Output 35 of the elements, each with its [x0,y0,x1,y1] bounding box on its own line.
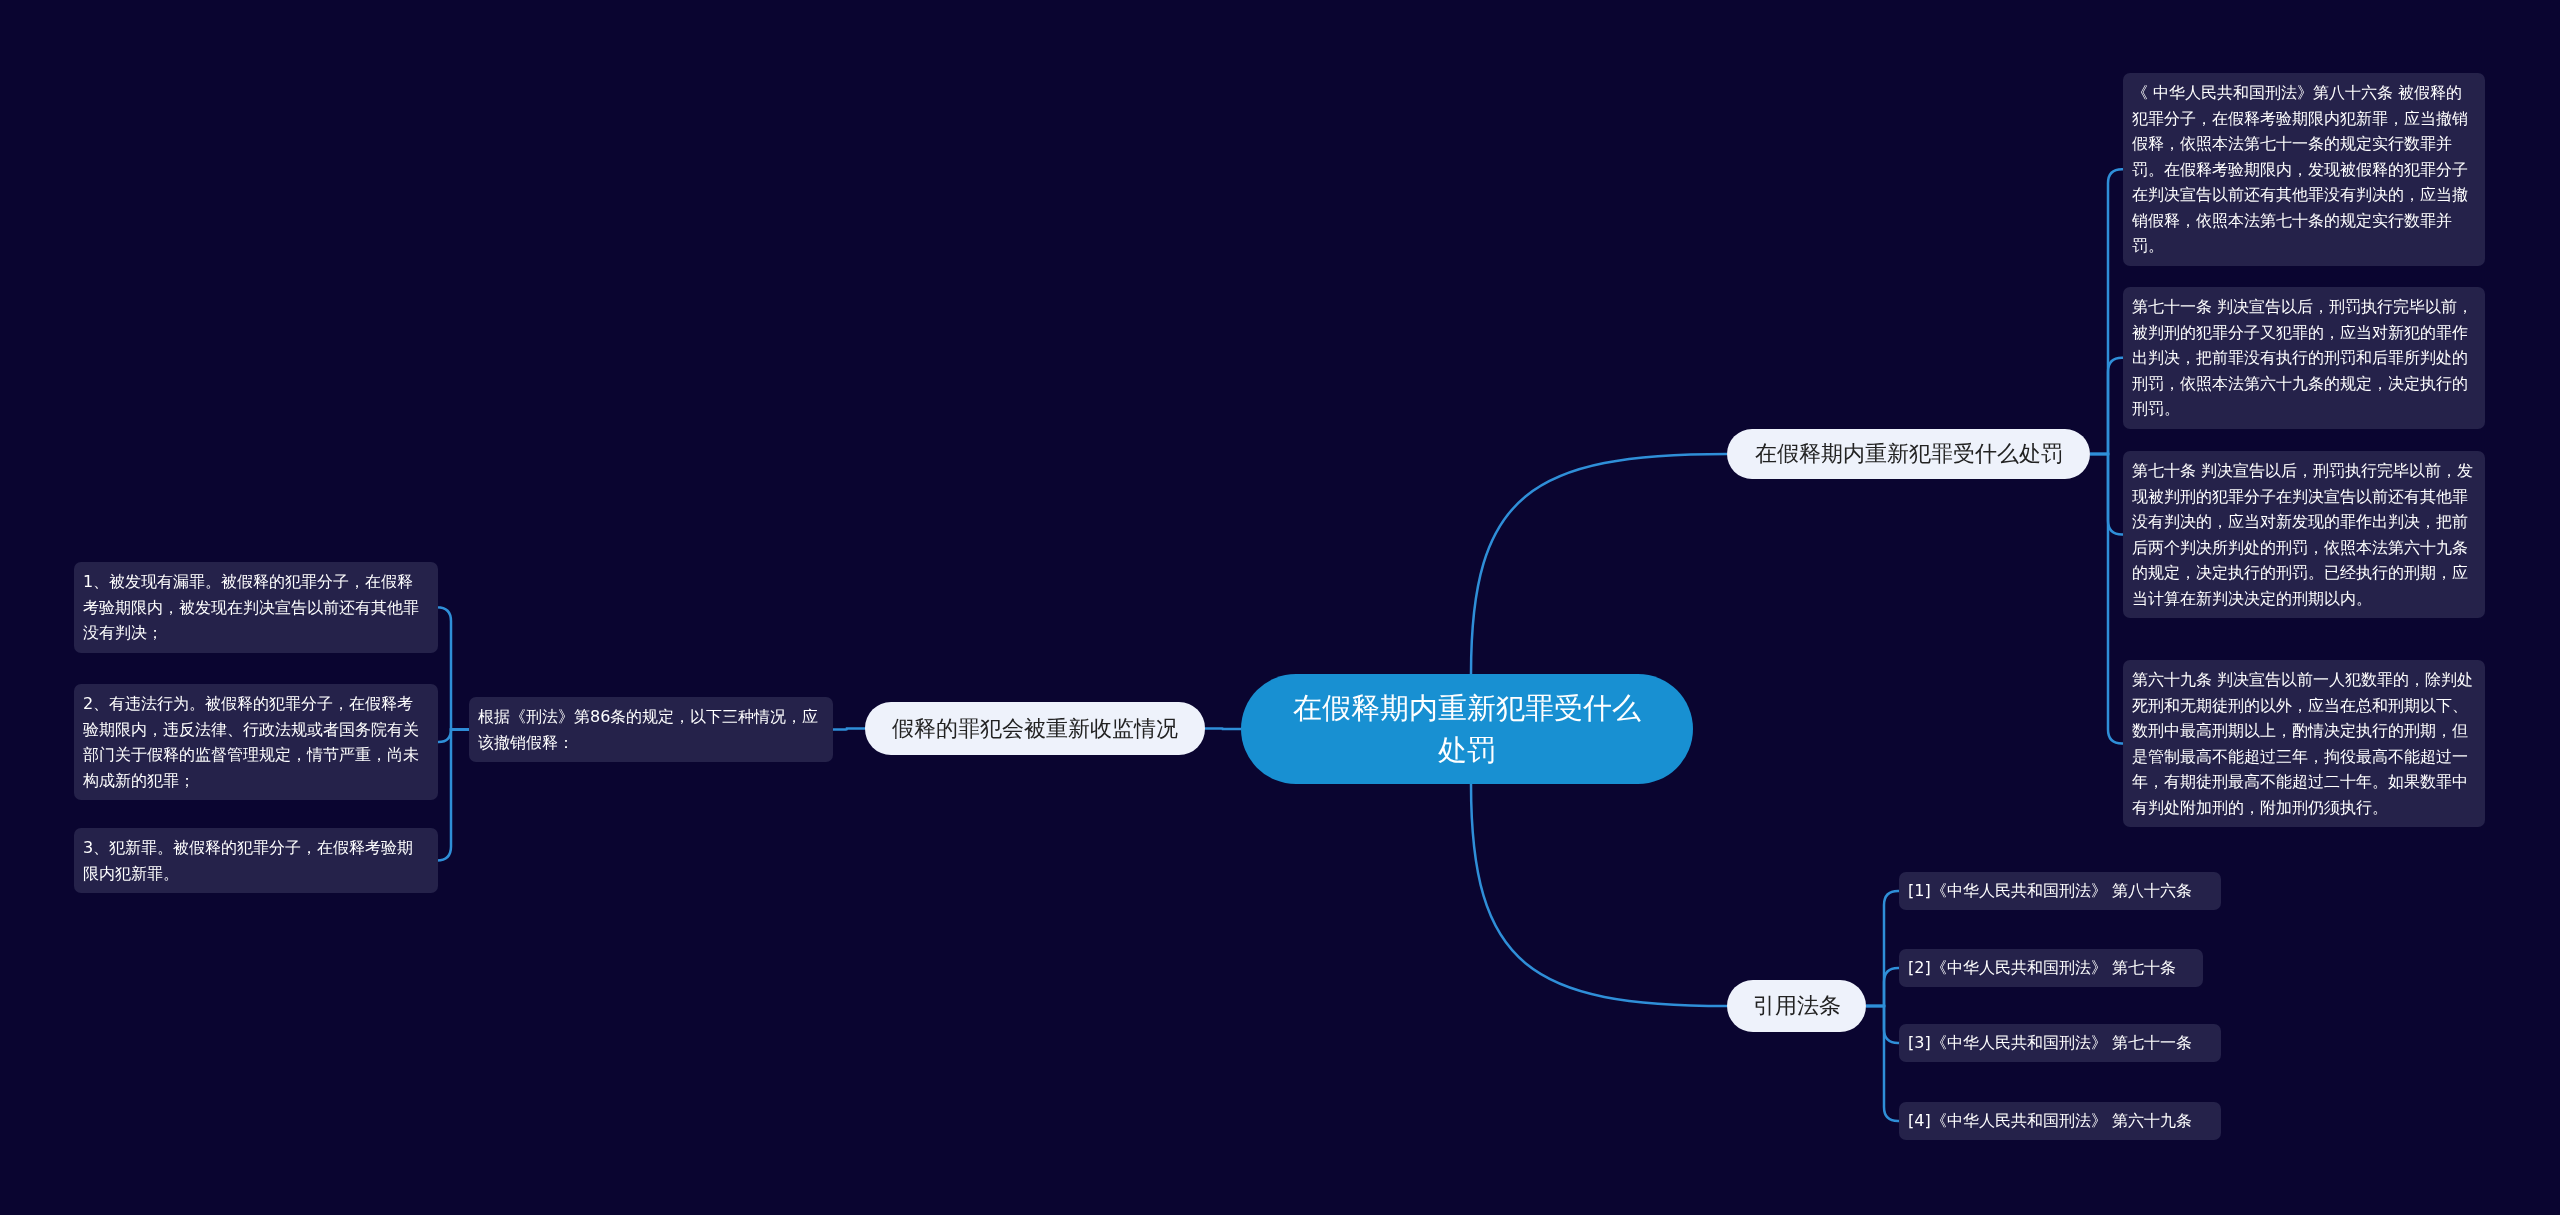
text-card [74,828,438,893]
connector-line [1205,727,1241,731]
text-card [74,562,438,653]
card-text: [4]《中华人民共和国刑法》 第六十九条 [1908,1110,2192,1133]
card-text: 第六十九条 判决宣告以前一人犯数罪的，除判处死刑和无期徒刑的以外，应当在总和刑期以下、数刑中最高刑期以上，酌情决定执行的刑期，但是管制最高不能超过三年，拘役最高不能超过一年，有期徒刑最高不能超过二十年。如果数罪中有判处附加刑的，附加刑仍须执行。 [2132,669,2475,819]
branch-topic [1727,429,2090,479]
text-card [74,684,438,800]
text-card [469,697,833,762]
topic-text: 在假释期内重新犯罪受什么处罚 [1292,690,1642,769]
branch-topic [1727,980,1866,1032]
card-text: 第七十一条 判决宣告以后，刑罚执行完毕以前，被判刑的犯罪分子又犯罪的，应当对新犯的罪作出判决，把前罪没有执行的刑罚和后罪所判处的刑罚，依照本法第六十九条的规定，决定执行的刑罚。 [2132,296,2475,420]
topic-text: 假释的罪犯会被重新收监情况 [892,714,1178,743]
card-text: [3]《中华人民共和国刑法》 第七十一条 [1908,1032,2192,1055]
connector-line [1469,783,1728,1008]
card-text: 3、犯新罪。被假释的犯罪分子，在假释考验期限内犯新罪。 [83,837,415,885]
topic-text: 引用法条 [1752,992,1841,1020]
text-card [1899,1024,2221,1062]
card-text: 第七十条 判决宣告以后，刑罚执行完毕以前，发现被判刑的犯罪分子在判决宣告以前还有其他罪没有判决的，应当对新发现的罪作出判决，把前后两个判决所判处的刑罚，依照本法第六十九条的规定，决定执行的刑罚。已经执行的刑期，应当计算在新判决决定的刑期以内。 [2132,460,2475,610]
connector-line [833,727,865,731]
card-text: [1]《中华人民共和国刑法》 第八十六条 [1908,880,2192,903]
card-text: [2]《中华人民共和国刑法》 第七十条 [1908,957,2176,980]
topic-text: 在假释期内重新犯罪受什么处罚 [1754,440,2063,468]
card-text: 根据《刑法》第86条的规定，以下三种情况，应该撤销假释： [478,706,820,754]
text-card [1899,872,2221,910]
text-card [2123,73,2485,266]
text-card [1899,949,2203,987]
connector-line [1866,1004,1900,1123]
text-card [1899,1102,2221,1140]
connector-line [1469,452,1728,675]
connector-line [2090,452,2124,745]
text-card [2123,287,2485,429]
card-text: 2、有违法行为。被假释的犯罪分子，在假释考验期限内，违反法律、行政法规或者国务院有关部门关于假释的监督管理规定，情节严重，尚未构成新的犯罪； [83,693,420,792]
branch-topic [865,702,1205,755]
card-text: 《 中华人民共和国刑法》第八十六条 被假释的犯罪分子，在假释考验期限内犯新罪，应当撤销假释，依照本法第七十一条的规定实行数罪并罚。在假释考验期限内，发现被假释的犯罪分子在判决宣告以前还有其他罪没有判决的，应当撤销假释，依照本法第七十条的规定实行数罪并罚。 [2132,82,2469,257]
card-text: 1、被发现有漏罪。被假释的犯罪分子，在假释考验期限内，被发现在判决宣告以前还有其他罪没有判决； [83,571,420,644]
